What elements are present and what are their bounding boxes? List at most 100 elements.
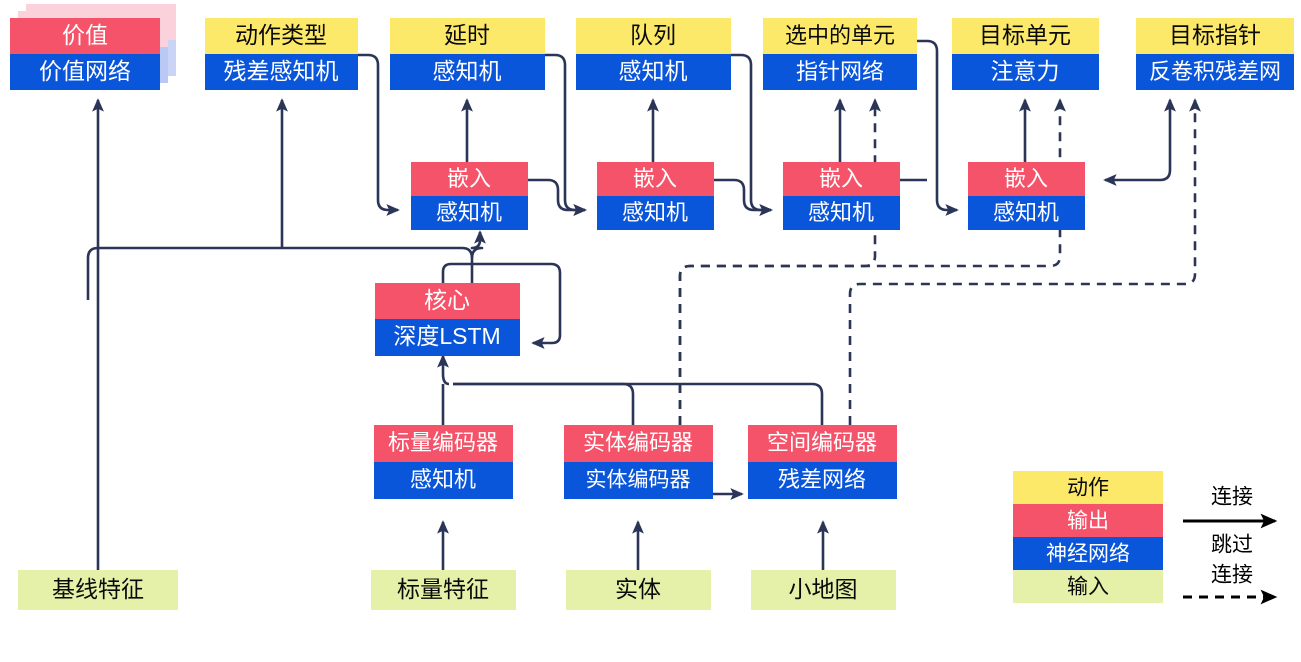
embed2-output-band bbox=[597, 162, 714, 196]
core-network-band bbox=[375, 319, 520, 356]
skip-spatial-encoder-to-target-point bbox=[848, 98, 1201, 425]
legend-skip-label-line1: 跳过 bbox=[1211, 534, 1253, 557]
target-point-action-band bbox=[1136, 18, 1294, 54]
scalar-encoder-output-band bbox=[374, 425, 513, 462]
node-embed-1[interactable]: 嵌入 感知机 bbox=[411, 162, 528, 230]
node-spatial-encoder[interactable]: 空间编码器 残差网络 bbox=[748, 425, 897, 499]
legend-output-label: 输出 bbox=[1067, 510, 1109, 533]
edge-embed4-to-target-point bbox=[1159, 98, 1176, 182]
target-unit-bottom-label: 注意力 bbox=[991, 58, 1060, 84]
value-bottom-label: 价值网络 bbox=[39, 58, 131, 84]
queue-network-band bbox=[576, 54, 731, 90]
edge-core-up-to-bus bbox=[98, 246, 474, 283]
legend-action-label: 动作 bbox=[1067, 477, 1109, 500]
node-queue[interactable]: 队列 感知机 bbox=[576, 18, 731, 90]
queue-bottom-label: 感知机 bbox=[619, 58, 688, 84]
node-minimap[interactable]: 小地图 bbox=[751, 570, 896, 610]
entities-box bbox=[566, 570, 711, 610]
minimap-box bbox=[751, 570, 896, 610]
embed4-bottom-label: 感知机 bbox=[993, 200, 1059, 225]
legend-swatch-input: 输入 bbox=[1013, 570, 1163, 603]
legend-network-label: 神经网络 bbox=[1046, 543, 1130, 566]
legend-connection-label: 连接 bbox=[1211, 486, 1253, 509]
delay-bottom-label: 感知机 bbox=[433, 58, 502, 84]
embed4-top-label: 嵌入 bbox=[1004, 166, 1048, 191]
spatial-encoder-output-band bbox=[748, 425, 897, 462]
legend-input-label: 输入 bbox=[1067, 576, 1109, 599]
edge-spatial-encoder-up-to-bus bbox=[453, 382, 824, 425]
core-bottom-label: 深度LSTM bbox=[393, 323, 500, 349]
scalar-features-box bbox=[371, 570, 516, 610]
node-action-type[interactable]: 动作类型 残差感知机 bbox=[205, 18, 358, 90]
node-entity-encoder[interactable]: 实体编码器 实体编码器 bbox=[564, 425, 713, 499]
edge-selected-units-to-embed4 bbox=[917, 39, 959, 216]
node-target-point[interactable]: 目标指针 反卷积残差网 bbox=[1136, 18, 1294, 90]
legend-swatch-output: 输出 bbox=[1013, 504, 1163, 537]
node-embed-3[interactable]: 嵌入 感知机 bbox=[783, 162, 900, 230]
node-scalar-features[interactable]: 标量特征 bbox=[371, 570, 516, 610]
embed4-network-band bbox=[968, 196, 1085, 230]
target-unit-top-label: 目标单元 bbox=[979, 22, 1071, 48]
embed1-network-band bbox=[411, 196, 528, 230]
legend-edge-skip-connection: 跳过 连接 bbox=[1183, 534, 1278, 605]
legend-skip-label-line2: 连接 bbox=[1211, 564, 1253, 587]
node-delay[interactable]: 延时 感知机 bbox=[390, 18, 545, 90]
node-scalar-encoder[interactable]: 标量编码器 感知机 bbox=[374, 425, 513, 499]
value-network-band bbox=[10, 54, 160, 90]
spatial-encoder-bottom-label: 残差网络 bbox=[778, 467, 866, 492]
entity-encoder-top-label: 实体编码器 bbox=[583, 430, 693, 455]
embed1-bottom-label: 感知机 bbox=[436, 200, 502, 225]
queue-action-band bbox=[576, 18, 731, 54]
delay-top-label: 延时 bbox=[444, 22, 490, 48]
embed3-output-band bbox=[783, 162, 900, 196]
entities-label: 实体 bbox=[615, 576, 661, 602]
embed2-network-band bbox=[597, 196, 714, 230]
selected-units-top-label: 选中的单元 bbox=[785, 23, 895, 48]
node-embed-4[interactable]: 嵌入 感知机 bbox=[968, 162, 1085, 230]
queue-top-label: 队列 bbox=[630, 22, 676, 48]
edge-bus-to-core-arrow bbox=[437, 354, 450, 386]
legend-action-swatch bbox=[1013, 471, 1163, 504]
embed1-output-band bbox=[411, 162, 528, 196]
selected-units-action-band bbox=[763, 18, 917, 54]
baseline-features-label: 基线特征 bbox=[52, 576, 144, 602]
spatial-encoder-network-band bbox=[748, 462, 897, 499]
target-point-bottom-label: 反卷积残差网 bbox=[1149, 59, 1281, 84]
node-core[interactable]: 核心 深度LSTM bbox=[375, 283, 520, 356]
node-target-unit[interactable]: 目标单元 注意力 bbox=[952, 18, 1099, 90]
node-embed-2[interactable]: 嵌入 感知机 bbox=[597, 162, 714, 230]
embed4-output-band bbox=[968, 162, 1085, 196]
legend: 动作 输出 神经网络 输入 连接 跳过 连接 bbox=[1013, 471, 1278, 605]
node-entities[interactable]: 实体 bbox=[566, 570, 711, 610]
target-unit-network-band bbox=[952, 54, 1099, 90]
minimap-label: 小地图 bbox=[789, 576, 858, 602]
edge-core-up-to-embed1 bbox=[470, 230, 486, 259]
action-type-bottom-label: 残差感知机 bbox=[224, 58, 339, 84]
edge-embed2-to-embed3 bbox=[714, 178, 773, 216]
edge-action-type-to-embed1 bbox=[358, 53, 400, 216]
embed2-top-label: 嵌入 bbox=[633, 166, 677, 191]
legend-swatch-action: 动作 bbox=[1013, 471, 1163, 504]
entity-encoder-bottom-label: 实体编码器 bbox=[586, 469, 691, 492]
action-type-action-band bbox=[205, 18, 358, 54]
node-selected-units[interactable]: 选中的单元 指针网络 bbox=[763, 18, 917, 90]
legend-input-swatch bbox=[1013, 570, 1163, 603]
node-baseline-features[interactable]: 基线特征 bbox=[18, 570, 178, 610]
entity-encoder-network-band bbox=[564, 462, 713, 499]
skip-entity-encoder-to-target-unit bbox=[678, 98, 1066, 425]
spatial-encoder-top-label: 空间编码器 bbox=[767, 430, 877, 455]
embed3-bottom-label: 感知机 bbox=[808, 200, 874, 225]
target-point-top-label: 目标指针 bbox=[1169, 22, 1261, 48]
node-value[interactable]: 价值 价值网络 bbox=[10, 4, 176, 90]
legend-network-swatch bbox=[1013, 537, 1163, 570]
embed3-network-band bbox=[783, 196, 900, 230]
action-type-network-band bbox=[205, 54, 358, 90]
core-output-band bbox=[375, 283, 520, 319]
delay-network-band bbox=[390, 54, 545, 90]
skip-entity-encoder-to-selected-units bbox=[678, 98, 881, 425]
embed3-top-label: 嵌入 bbox=[819, 166, 863, 191]
selected-units-network-band bbox=[763, 54, 917, 90]
scalar-encoder-top-label: 标量编码器 bbox=[388, 430, 498, 455]
